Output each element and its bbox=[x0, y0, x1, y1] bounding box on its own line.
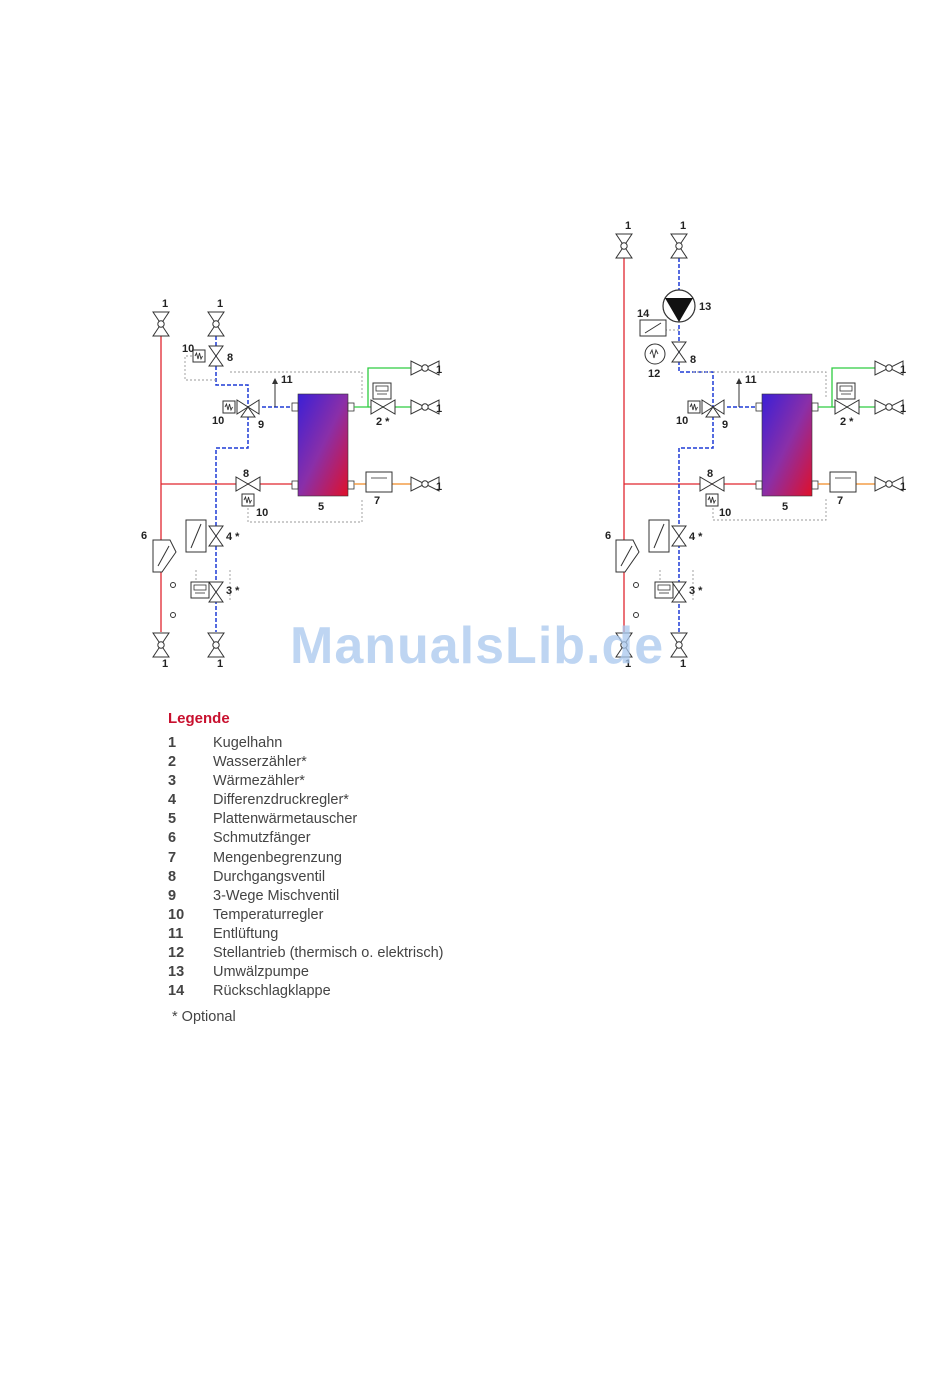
legend-item-label: Mengenbegrenzung bbox=[213, 849, 342, 866]
label: 1 bbox=[625, 220, 631, 232]
label: 1 bbox=[900, 403, 906, 415]
label: 7 bbox=[374, 495, 380, 507]
legend-item: 14 Rückschlagklappe bbox=[168, 982, 443, 1001]
legend-item: 8 Durchgangsventil bbox=[168, 868, 443, 887]
label: 3 * bbox=[689, 585, 703, 597]
legend-item-number: 3 bbox=[168, 773, 177, 790]
label: 14 bbox=[637, 308, 650, 320]
legend-item-number: 7 bbox=[168, 849, 177, 866]
label: 11 bbox=[281, 374, 293, 386]
label: 5 bbox=[782, 501, 788, 513]
label: 11 bbox=[745, 374, 757, 386]
legend-item-number: 8 bbox=[168, 868, 177, 885]
legend-item: 4 Differenzdruckregler* bbox=[168, 791, 443, 810]
label: 3 * bbox=[226, 585, 240, 597]
legend-item-label: Differenzdruckregler* bbox=[213, 792, 349, 809]
label: 10 bbox=[212, 415, 224, 427]
label: 6 bbox=[605, 530, 611, 542]
legend-item-label: Umwälzpumpe bbox=[213, 964, 309, 981]
label: 1 bbox=[162, 298, 168, 310]
legend-item: 5 Plattenwärmetauscher bbox=[168, 810, 443, 829]
legend-item-label: Wärmezähler* bbox=[213, 773, 305, 790]
label: 1 bbox=[436, 364, 442, 376]
legend-item-label: Temperaturregler bbox=[213, 906, 324, 923]
label: 8 bbox=[690, 354, 696, 366]
legend-item: 10 Temperaturregler bbox=[168, 906, 443, 925]
label: 6 bbox=[141, 530, 147, 542]
label: 7 bbox=[837, 495, 843, 507]
legend-title: Legende bbox=[168, 710, 230, 727]
legend-item: 13 Umwälzpumpe bbox=[168, 963, 443, 982]
legend-item: 6 Schmutzfänger bbox=[168, 829, 443, 848]
legend-item: 11 Entlüftung bbox=[168, 925, 443, 944]
legend-item: 7 Mengenbegrenzung bbox=[168, 849, 443, 868]
label: 1 bbox=[217, 298, 223, 310]
legend-item-label: 3-Wege Mischventil bbox=[213, 887, 340, 904]
label: 1 bbox=[217, 658, 223, 670]
label: 1 bbox=[680, 220, 686, 232]
legend-item-number: 4 bbox=[168, 792, 177, 809]
legend-item-label: Durchgangsventil bbox=[213, 868, 326, 885]
label: 1 bbox=[625, 658, 631, 670]
legend-item-label: Wasserzähler* bbox=[213, 754, 307, 771]
legend-item-number: 10 bbox=[168, 906, 185, 923]
label: 8 bbox=[243, 468, 249, 480]
label: 2 * bbox=[840, 416, 854, 428]
plate-heat-exchanger bbox=[761, 393, 813, 497]
label: 2 * bbox=[376, 416, 390, 428]
legend-item-label: Entlüftung bbox=[213, 925, 279, 942]
legend-note: * Optional bbox=[172, 1009, 236, 1025]
label: 1 bbox=[436, 403, 442, 415]
legend-item-number: 2 bbox=[168, 754, 177, 771]
label: 1 bbox=[162, 658, 168, 670]
legend-item-label: Plattenwärmetauscher bbox=[213, 811, 358, 828]
label: 5 bbox=[318, 501, 324, 513]
label: 1 bbox=[436, 481, 442, 493]
legend-item-label: Kugelhahn bbox=[213, 735, 283, 751]
label: 9 bbox=[722, 419, 728, 431]
legend-item-number: 11 bbox=[168, 925, 184, 942]
label: 13 bbox=[699, 301, 711, 313]
label: 1 bbox=[680, 658, 686, 670]
label: 1 bbox=[900, 481, 906, 493]
label: 1 bbox=[900, 364, 906, 376]
label: 4 * bbox=[689, 531, 703, 543]
diagram-left: 1 1 10 8 11 10 9 2 * 1 1 1 8 10 5 7 6 4 … bbox=[141, 298, 442, 670]
legend-item: 2 Wasserzähler* bbox=[168, 753, 443, 772]
label: 10 bbox=[676, 415, 688, 427]
legend-item-number: 5 bbox=[168, 811, 177, 828]
legend-list: 1 Kugelhahn 2 Wasserzähler* 3 Wärmezähler* 4 Di… bbox=[168, 734, 443, 1001]
label: 9 bbox=[258, 419, 264, 431]
legend-item: 3 Wärmezähler* bbox=[168, 772, 443, 791]
legend-item-number: 6 bbox=[168, 830, 177, 847]
legend-item: 1 Kugelhahn bbox=[168, 734, 443, 753]
legend-item-label: Stellantrieb (thermisch o. elektrisch) bbox=[213, 945, 444, 962]
watermark: ManualsLib.de bbox=[290, 617, 665, 675]
legend-item: 9 3-Wege Mischventil bbox=[168, 887, 443, 906]
label: 12 bbox=[648, 368, 660, 380]
label: 8 bbox=[227, 352, 233, 364]
label: 10 bbox=[182, 343, 194, 355]
legend-item: 12 Stellantrieb (thermisch o. elektrisch) bbox=[168, 944, 443, 963]
piping-diagrams: 1 1 10 8 11 10 9 2 * 1 1 1 8 10 5 7 6 4 … bbox=[141, 220, 906, 670]
plate-heat-exchanger bbox=[297, 393, 349, 497]
label: 10 bbox=[719, 507, 731, 519]
legend-item-number: 9 bbox=[168, 887, 177, 904]
diagram-right: 1 1 13 14 8 12 11 10 9 2 * 1 1 1 8 10 5 … bbox=[605, 220, 906, 670]
label: 4 * bbox=[226, 531, 240, 543]
label: 10 bbox=[256, 507, 268, 519]
legend-item-number: 13 bbox=[168, 964, 185, 981]
legend-item-label: Schmutzfänger bbox=[213, 830, 311, 847]
legend-item-number: 1 bbox=[168, 735, 177, 751]
legend-item-number: 12 bbox=[168, 945, 185, 962]
label: 8 bbox=[707, 468, 713, 480]
legend-item-number: 14 bbox=[168, 983, 185, 1000]
legend-item-label: Rückschlagklappe bbox=[213, 983, 331, 1000]
